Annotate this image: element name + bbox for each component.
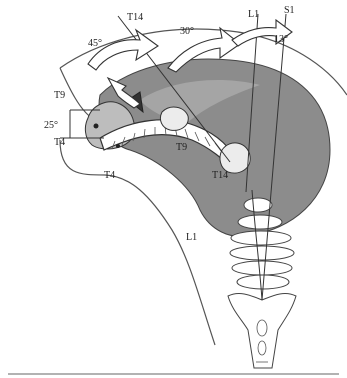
- angle-45: 45°: [88, 38, 102, 49]
- label-t9-mid: T9: [176, 142, 187, 153]
- label-t14-mid: T14: [212, 170, 228, 181]
- angle-25: 25°: [44, 120, 58, 131]
- label-t4-bottom: T4: [104, 170, 115, 181]
- angle-13: 13°: [274, 34, 288, 45]
- label-t9-left: T9: [54, 90, 65, 101]
- label-l1-top: L1: [248, 9, 259, 20]
- label-t14-top: T14: [127, 12, 143, 23]
- angle-30: 30°: [180, 26, 194, 37]
- vertebra-t9: [160, 107, 188, 130]
- label-t4-left: T4: [54, 137, 65, 148]
- label-s1-top: S1: [284, 5, 295, 16]
- vertebra-t14: [220, 143, 250, 173]
- label-l1-bottom: L1: [186, 232, 197, 243]
